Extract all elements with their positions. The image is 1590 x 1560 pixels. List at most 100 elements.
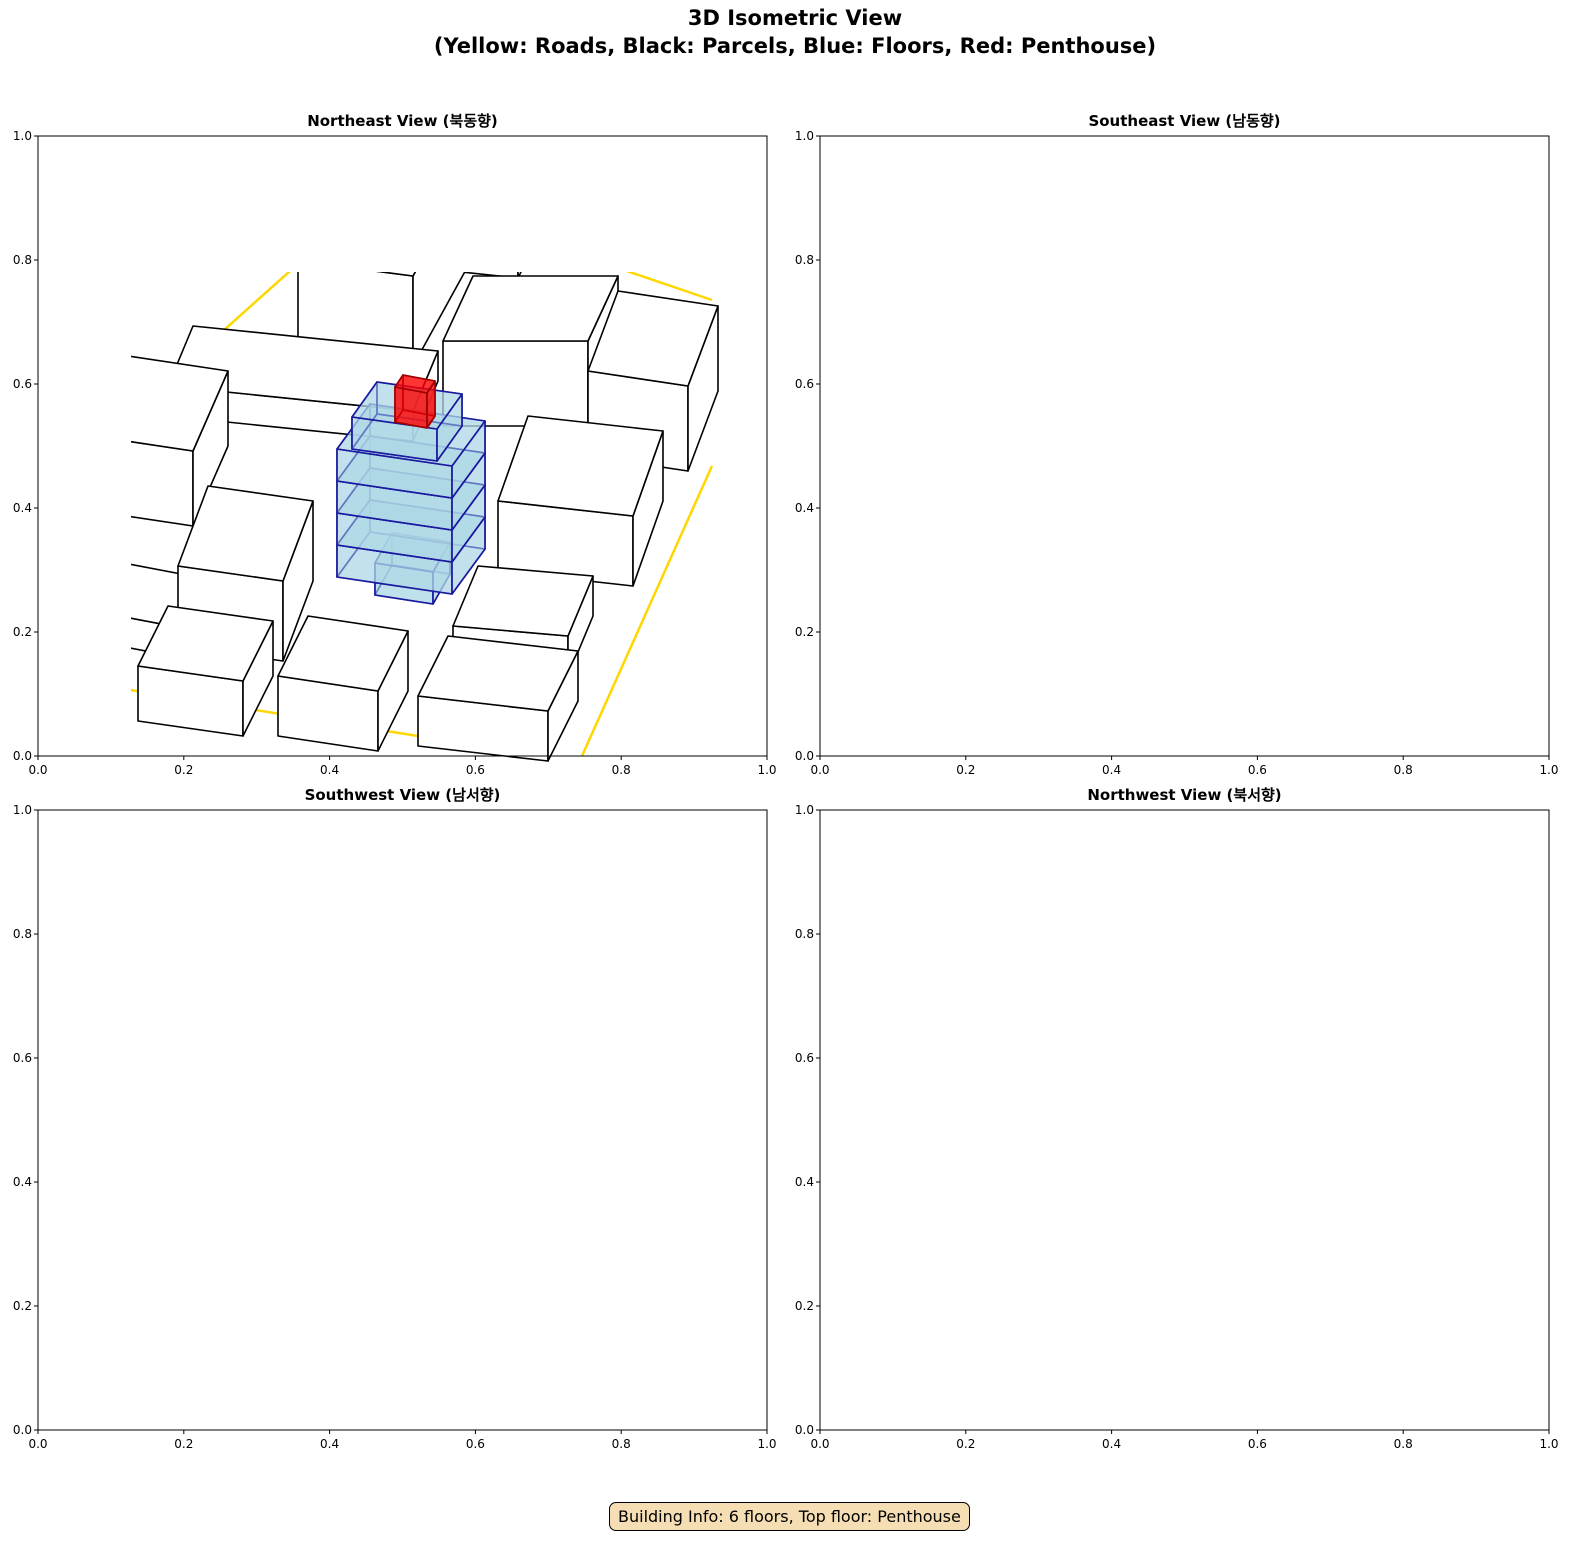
x-tick-label: 0.0 [28, 763, 47, 777]
parcel-building-face [383, 1355, 403, 1435]
parcel-building-face [203, 1205, 243, 1345]
parcel-building-face [137, 605, 274, 682]
building-info-box: Building Info: 6 floors, Top floor: Pent… [609, 1502, 970, 1531]
y-tick-label: 0.0 [13, 1423, 32, 1437]
floor-4-face [371, 1109, 486, 1158]
floor-6-face [378, 1055, 463, 1099]
parcel-building-face [875, 830, 955, 910]
x-tick-label: 1.0 [757, 1437, 776, 1451]
parcel-building-face [1330, 181, 1435, 211]
parcel-building-face [1340, 261, 1360, 391]
floor-5-face [1113, 1104, 1261, 1166]
parcel-building-face [1220, 491, 1255, 661]
floor-1-face [1151, 1233, 1226, 1272]
x-tick-label: 0.4 [320, 1437, 339, 1451]
road-line [218, 1280, 598, 1350]
floor-4-face [1113, 1149, 1228, 1198]
floor-6-face [353, 1055, 378, 1122]
penthouse-face [1203, 1049, 1211, 1096]
penthouse-face [1179, 1043, 1211, 1084]
x-tick-label: 1.0 [1539, 1437, 1558, 1451]
road-line [1250, 556, 1494, 736]
floor-1-face [1211, 537, 1228, 599]
floor-6-face [1128, 1082, 1238, 1129]
parcel-building-face [208, 1335, 403, 1405]
parcel-building-face [418, 1310, 608, 1390]
floor-5-face [1113, 1072, 1261, 1134]
floor-6-face [1213, 1062, 1238, 1129]
parcel-building-face [608, 1270, 648, 1390]
floor-6-face [1128, 1085, 1213, 1129]
floor-4-face [338, 1109, 486, 1171]
figure-title: 3D Isometric View (Yellow: Roads, Black:… [0, 4, 1590, 60]
penthouse-face [1173, 405, 1213, 423]
parcel-building-face [1200, 296, 1340, 391]
panel-title-southwest: Southwest View (남서향) [304, 786, 501, 804]
parcel-building-face [208, 1055, 323, 1115]
parcel-building-face [563, 845, 578, 925]
parcel-building-face [1325, 336, 1495, 441]
parcel-building-face [1225, 1125, 1420, 1220]
parcel-building-face [283, 1075, 323, 1235]
floor-5-face [453, 1094, 486, 1171]
parcel-building-face [424, 148, 540, 203]
parcel-building-face [158, 1055, 323, 1155]
parcel-building-face [1065, 476, 1095, 621]
parcel-building-face [508, 1030, 648, 1135]
parcel-building-face [328, 810, 578, 875]
x-tick-label: 0.0 [28, 1437, 47, 1451]
road-line [628, 1350, 712, 1430]
y-tick-label: 0.0 [13, 749, 32, 763]
floor-2-face [338, 1173, 486, 1235]
parcel-building-face [875, 1180, 1005, 1310]
floor-3-face [338, 1173, 486, 1235]
floor-2-face [1113, 1200, 1261, 1262]
parcel-building-face [587, 290, 719, 387]
x-tick-label: 0.2 [956, 1437, 975, 1451]
parcel-building-face [578, 945, 668, 1025]
floor-1-face [1151, 1231, 1209, 1272]
floor-3-face [1115, 508, 1230, 557]
road-line [580, 465, 714, 757]
penthouse-face [396, 1060, 428, 1101]
parcel-building-face [1165, 1325, 1285, 1405]
floor-1-face [1153, 528, 1228, 567]
penthouse-face [394, 374, 436, 394]
parcel-building-face [443, 940, 548, 1060]
floor-6-face [353, 1090, 438, 1134]
parcel-building-face [1285, 1285, 1325, 1405]
floor-5-face [1115, 399, 1263, 461]
y-tick-label: 1.0 [795, 129, 814, 143]
parcel-building-face [1295, 1130, 1390, 1210]
parcel-building-face [412, 272, 466, 367]
y-tick-label: 1.0 [13, 803, 32, 817]
floor-4-face [1115, 463, 1263, 525]
floor-5-face [1146, 1072, 1261, 1121]
parcel-building-face [208, 1015, 343, 1070]
floor-6-face [353, 1055, 463, 1102]
floor-6-face [1130, 409, 1240, 456]
floor-3-face [1146, 1136, 1261, 1185]
floor-2-face [371, 1173, 486, 1222]
parcel-building-face [376, 272, 417, 277]
floor-3-face [1115, 463, 1263, 525]
floor-5-face [338, 1077, 486, 1139]
parcel-building-face [1180, 805, 1215, 975]
floor-5-face [1228, 1089, 1261, 1166]
y-tick-label: 0.4 [13, 1175, 32, 1189]
floor-3-face [338, 1141, 371, 1218]
floor-2-face [1113, 1168, 1261, 1230]
floor-4-face [1115, 476, 1230, 525]
x-tick-label: 0.4 [320, 763, 339, 777]
x-tick-label: 0.8 [1394, 1437, 1413, 1451]
floor-6-face [1130, 412, 1215, 456]
penthouse-face [1205, 376, 1213, 423]
floor-4-face [1230, 448, 1263, 525]
y-tick-label: 0.6 [795, 1051, 814, 1065]
x-tick-label: 0.4 [1102, 763, 1121, 777]
parcel-building-face [417, 635, 579, 712]
parcel-building-face [253, 895, 383, 1010]
y-tick-label: 0.6 [13, 1051, 32, 1065]
floor-2-face [1115, 527, 1263, 589]
axes-frame [819, 809, 1550, 1431]
